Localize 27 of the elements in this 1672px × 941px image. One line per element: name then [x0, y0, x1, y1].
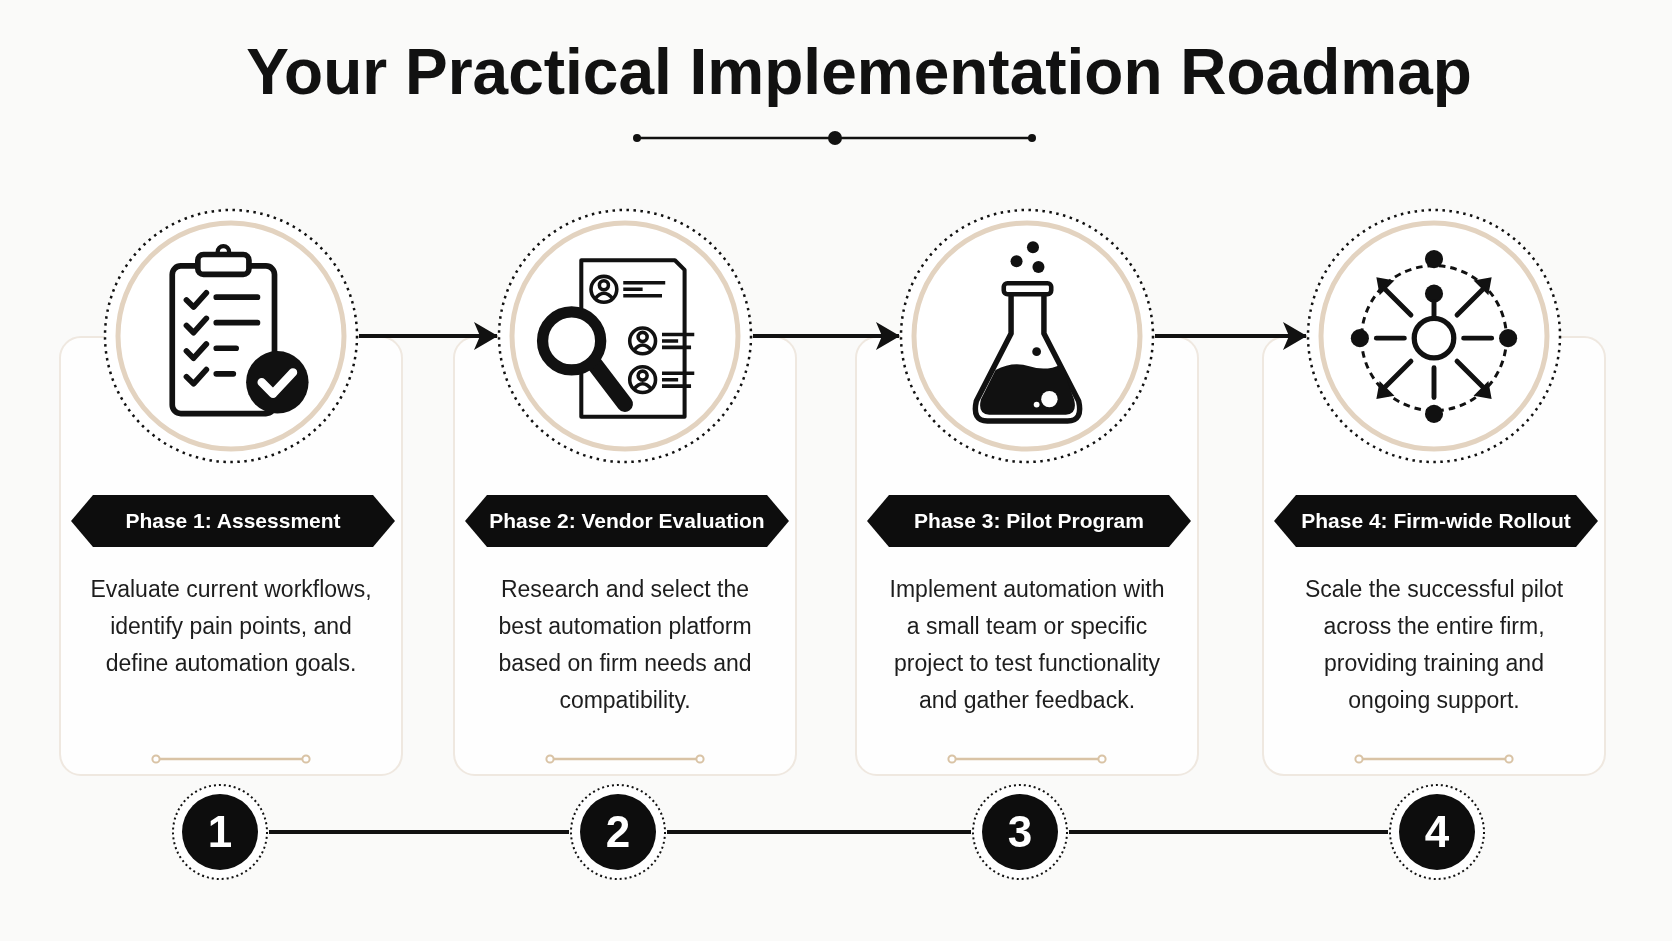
phase-description: Research and select the best automation platform based on firm needs and compatibility. [497, 575, 753, 715]
connector-line [269, 830, 569, 834]
connector-line [1069, 830, 1388, 834]
step-number: 4 [1424, 810, 1450, 854]
phase-banner [1274, 495, 1598, 547]
page-title: Your Practical Implementation Roadmap [246, 35, 1472, 110]
step-circle [569, 783, 667, 881]
arrow [753, 322, 900, 350]
phase-title: Phase 4: Firm-wide Rollout [1301, 508, 1571, 534]
step-circle [1388, 783, 1486, 881]
step-number: 1 [207, 810, 233, 854]
connector-line [667, 830, 971, 834]
step-circle [971, 783, 1069, 881]
arrow [1155, 322, 1307, 350]
phase-banner [71, 495, 395, 547]
phase-description: Scale the successful pilot across the entire firm, providing training and ongoing support. [1303, 575, 1565, 715]
phase-banner [867, 495, 1191, 547]
phase-title: Phase 3: Pilot Program [914, 508, 1144, 534]
phase-description: Implement automation with a small team or specific project to test functionality and gather feedback. [888, 575, 1166, 715]
step-number: 2 [605, 810, 631, 854]
arrow [359, 322, 498, 350]
phase-banner [465, 495, 789, 547]
step-circle [171, 783, 269, 881]
phase-title: Phase 2: Vendor Evaluation [489, 508, 765, 534]
phase-title: Phase 1: Assessment [125, 508, 341, 534]
phase-description: Evaluate current workflows, identify pain points, and define automation goals. [89, 575, 373, 678]
step-number: 3 [1007, 810, 1033, 854]
